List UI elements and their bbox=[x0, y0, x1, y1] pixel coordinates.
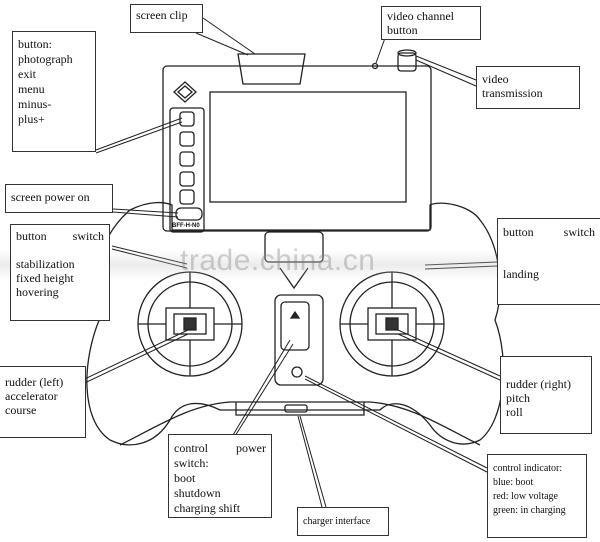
button-panel bbox=[169, 107, 205, 233]
label-button-switch-right: button switch . . landing bbox=[497, 218, 600, 305]
charger-port bbox=[284, 404, 308, 413]
label-button-switch-left: button switch . stabilization fixed heig… bbox=[10, 224, 110, 321]
label-charger-interface: charger interface bbox=[297, 507, 389, 536]
control-power-switch bbox=[274, 294, 324, 386]
label-video-transmission: video transmission bbox=[476, 66, 580, 109]
label-rudder-left: rudder (left) accelerator course bbox=[0, 366, 86, 438]
label-left-buttons: button: photograph exit menu minus- plus… bbox=[12, 31, 96, 152]
watermark-text: trade.china.cn bbox=[180, 244, 376, 277]
body-bottom-edge bbox=[119, 401, 481, 446]
label-control-indicator: control indicator: blue: boot red: low v… bbox=[487, 454, 587, 538]
center-top-slot bbox=[264, 231, 324, 263]
control-indicator-led bbox=[291, 366, 303, 378]
panel-model-text: BFF-H-N0 bbox=[172, 223, 200, 229]
label-rudder-right: rudder (right) pitch roll bbox=[500, 356, 592, 434]
screen-clip-shape bbox=[237, 53, 306, 85]
label-control-power-switch: control power switch: boot shutdown char… bbox=[168, 434, 272, 518]
label-video-channel-button: video channel button bbox=[381, 6, 481, 40]
label-screen-clip: screen clip bbox=[130, 4, 203, 33]
center-v-mark bbox=[279, 267, 309, 290]
dpad-shape bbox=[173, 81, 197, 103]
screen-housing bbox=[162, 65, 432, 232]
body-front-lip bbox=[235, 402, 365, 416]
channel-button-shape bbox=[371, 62, 379, 70]
video-screen bbox=[209, 91, 407, 203]
antenna-top bbox=[397, 49, 417, 57]
antenna-knob bbox=[397, 52, 417, 72]
screen-power-switch bbox=[175, 207, 203, 221]
label-screen-power-on: screen power on bbox=[5, 184, 113, 213]
